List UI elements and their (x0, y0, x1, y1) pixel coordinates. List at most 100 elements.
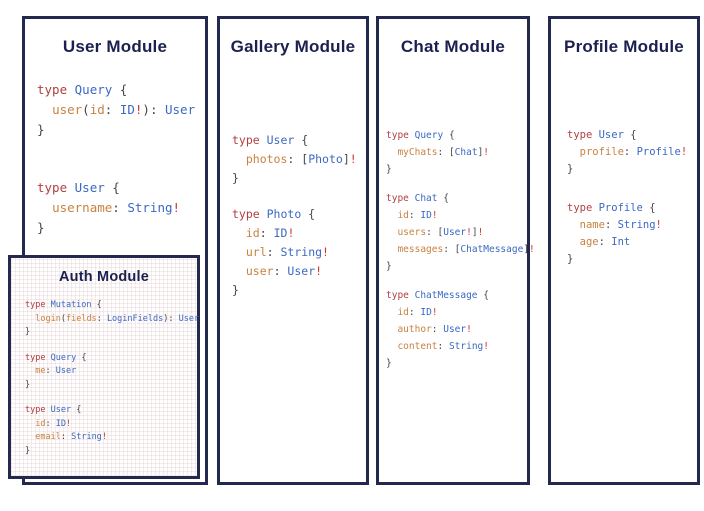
code-token: ID (420, 210, 432, 221)
code-line: } (25, 326, 197, 340)
code-token: ID (119, 102, 135, 117)
code-token: ! (680, 146, 688, 158)
code-token: ! (322, 245, 329, 259)
code-token: age (579, 236, 599, 248)
code-line: user(id: ID!): User (37, 100, 205, 120)
code-token: ID (273, 226, 288, 240)
code-block: type User { id: ID! email: String!} (25, 404, 197, 458)
code-token (386, 341, 397, 352)
code-token: type (232, 207, 267, 221)
code-block: type ChatMessage { id: ID! author: User!… (386, 287, 527, 372)
code-line: type Query { (25, 352, 197, 366)
code-token: { (76, 405, 82, 415)
code-token: ! (477, 227, 484, 238)
code-auth-module: type Mutation { login(fields: LoginField… (25, 299, 200, 458)
code-token: } (386, 261, 392, 272)
code-block: type Query { me: User} (25, 352, 197, 393)
code-token (386, 324, 397, 335)
code-token: ! (483, 147, 490, 158)
code-line: } (25, 379, 197, 393)
code-line: type ChatMessage { (386, 287, 527, 304)
code-block: type Chat { id: ID! users: [User!]! mess… (386, 190, 535, 275)
code-chat-module: type Query { myChats: [Chat]!} type Chat … (386, 127, 535, 372)
code-token: type (25, 300, 51, 310)
code-token: name (579, 219, 605, 231)
code-line: } (386, 258, 527, 275)
code-token (232, 152, 246, 166)
code-token: user (52, 102, 83, 117)
code-line: type Mutation { (25, 299, 197, 313)
code-token (232, 226, 246, 240)
code-line: type Chat { (386, 190, 527, 207)
code-token: user (245, 264, 274, 278)
code-line: messages: [ChatMessage]! (386, 241, 534, 258)
code-token: ): (163, 313, 179, 324)
code-token: } (386, 358, 392, 369)
code-line: user: User! (232, 262, 366, 281)
code-token: ( (82, 102, 90, 117)
code-line: } (567, 251, 697, 268)
code-token: : [ (443, 244, 461, 255)
code-line: } (37, 218, 205, 238)
code-token: username (52, 200, 113, 215)
code-token: : (104, 102, 120, 117)
code-token: Query (74, 82, 120, 97)
code-token: type (386, 193, 415, 204)
code-token: ] (477, 147, 484, 158)
code-line: type User { (232, 131, 366, 150)
code-token: id (245, 226, 260, 240)
code-token: ! (172, 200, 181, 215)
code-token: } (37, 220, 45, 235)
code-line: username: String! (37, 198, 205, 218)
code-token: LoginFields (106, 313, 164, 324)
panel-title-profile-module: Profile Module (564, 37, 684, 56)
code-line: type Query { (386, 127, 527, 144)
panel-auth-module: Auth Module type Mutation { login(fields… (8, 255, 200, 479)
code-token: id (35, 418, 46, 429)
code-token: : (45, 366, 56, 376)
code-token: ! (466, 227, 472, 238)
code-token: { (483, 290, 489, 301)
panel-gallery-module: Gallery Module type User { photos: [Phot… (217, 16, 369, 485)
code-token: String (617, 219, 656, 231)
code-token: String (448, 341, 484, 352)
code-token: author (397, 324, 432, 335)
code-token: ChatMessage (460, 244, 524, 255)
code-token: User (598, 129, 631, 141)
code-profile-module: type User { profile: Profile!}type Profi… (567, 127, 697, 268)
code-token: ! (483, 341, 490, 352)
code-token: User (266, 133, 302, 147)
code-token: User (178, 313, 200, 324)
code-token (386, 227, 397, 238)
code-token: type (37, 82, 75, 97)
code-line: photos: [Photo]! (232, 150, 366, 169)
code-token: : (273, 264, 288, 278)
code-token: User (50, 405, 77, 415)
code-token: ! (134, 102, 143, 117)
code-token: User (55, 366, 77, 376)
code-token: content (397, 341, 438, 352)
code-token: id (397, 307, 409, 318)
code-token: myChats (397, 147, 438, 158)
code-token: ! (529, 244, 535, 255)
code-line: } (567, 161, 697, 178)
code-token: url (245, 245, 267, 259)
code-token: } (25, 327, 31, 337)
code-token: } (232, 283, 239, 297)
code-token: ] (523, 244, 530, 255)
code-block: type User { profile: Profile!} (567, 127, 697, 178)
code-token: ID (55, 418, 66, 429)
code-line: content: String! (386, 338, 527, 355)
code-line: url: String! (232, 243, 366, 262)
code-token: Mutation (50, 300, 97, 310)
code-token (567, 219, 580, 231)
code-token: type (37, 180, 75, 195)
code-token: : (266, 245, 281, 259)
code-token: User (74, 180, 113, 195)
code-block: type User { username: String!} (37, 178, 205, 238)
code-token: type (25, 405, 51, 415)
code-line: me: User (25, 365, 197, 379)
code-token (386, 147, 397, 158)
code-token: ! (101, 432, 107, 442)
code-block: type Query { myChats: [Chat]!} (386, 127, 527, 178)
